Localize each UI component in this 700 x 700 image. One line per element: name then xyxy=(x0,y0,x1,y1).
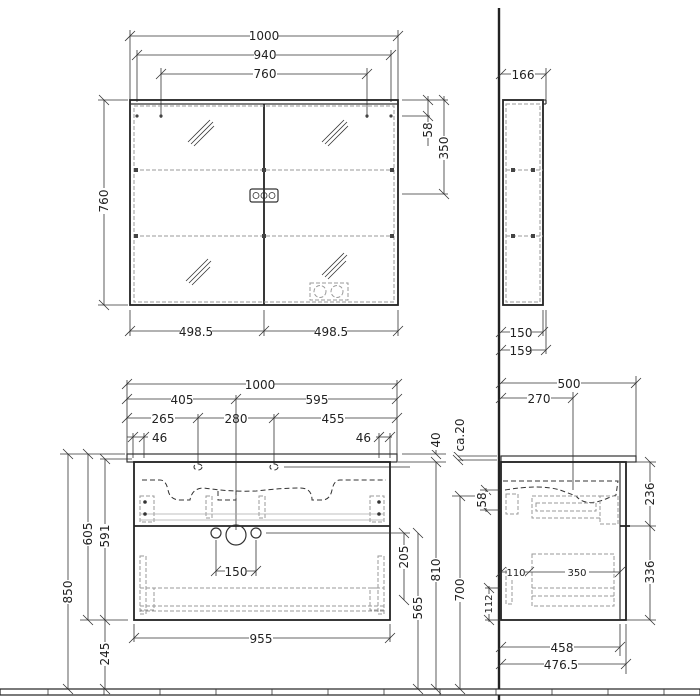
dim-bracket-height: 112 xyxy=(484,594,495,613)
dim-drain-drop: 205 xyxy=(397,546,411,569)
vanity-side: 500 270 58 xyxy=(475,376,657,674)
dim-right-edge-inset: 46 xyxy=(356,431,371,445)
dim-mirror-hole-spacing: 760 xyxy=(254,67,277,81)
dim-wall-to-tap: 270 xyxy=(528,392,551,406)
vanity-front: 1000 405 595 265 280 455 46 46 xyxy=(60,377,497,695)
light-switch-icon xyxy=(249,188,279,203)
dim-cabinet-depth: 458 xyxy=(551,641,574,655)
dim-drawer-depth: 350 xyxy=(567,568,586,579)
dim-floor-to-counter-underside: 810 xyxy=(429,559,443,582)
dim-bottom-drawer-height: 336 xyxy=(643,561,657,584)
drain-pipe-icon xyxy=(210,524,262,546)
dim-vanity-width: 1000 xyxy=(245,378,276,392)
dim-cabinet-height-605: 605 xyxy=(81,523,95,546)
dim-mirror-top-to-socket: 350 xyxy=(437,137,451,160)
dim-mirror-side-depth-body: 150 xyxy=(510,326,533,340)
dim-tap2-to-right: 455 xyxy=(322,412,345,426)
dim-floor-to-top: 850 xyxy=(61,581,75,604)
dim-left-edge-inset: 46 xyxy=(152,431,167,445)
dim-mirror-inner-width: 940 xyxy=(254,48,277,62)
dim-left-to-tap1: 265 xyxy=(152,412,175,426)
dim-wall-bracket-height: 58 xyxy=(475,492,489,507)
dim-floor-to-drain: 565 xyxy=(411,597,425,620)
dim-left-door-width: 498.5 xyxy=(179,325,213,339)
floor-line xyxy=(0,688,700,696)
dim-right-door-width: 498.5 xyxy=(314,325,348,339)
dim-mirror-side-depth-top: 166 xyxy=(512,68,535,82)
dim-mirror-side-depth-total: 159 xyxy=(510,344,533,358)
mirror-cabinet-front: 1000 940 760 xyxy=(97,28,451,339)
dim-wall-to-drawer: 110 xyxy=(506,568,525,579)
dim-tap-center-to-right: 595 xyxy=(306,393,329,407)
dim-cabinet-width: 955 xyxy=(250,632,273,646)
dim-mirror-width: 1000 xyxy=(249,29,280,43)
dim-counter-overhang: ca.20 xyxy=(453,418,467,451)
dim-mirror-height: 760 xyxy=(97,190,111,213)
power-socket-icon xyxy=(309,282,349,301)
dim-left-to-tap-center: 405 xyxy=(171,393,194,407)
dim-top-drawer-height: 236 xyxy=(643,483,657,506)
dim-mirror-top-to-hole: 58 xyxy=(421,122,435,137)
dim-floor-to-wall-fix: 700 xyxy=(453,579,467,602)
dim-cabinet-height-591: 591 xyxy=(98,525,112,548)
mirror-cabinet-side: 166 150 159 xyxy=(495,67,552,358)
dim-counter-thickness: 40 xyxy=(429,432,443,447)
dim-drain-spacing: 150 xyxy=(225,565,248,579)
dim-floor-clearance: 245 xyxy=(98,643,112,666)
dim-vanity-depth: 500 xyxy=(558,377,581,391)
dim-total-depth: 476.5 xyxy=(544,658,578,672)
